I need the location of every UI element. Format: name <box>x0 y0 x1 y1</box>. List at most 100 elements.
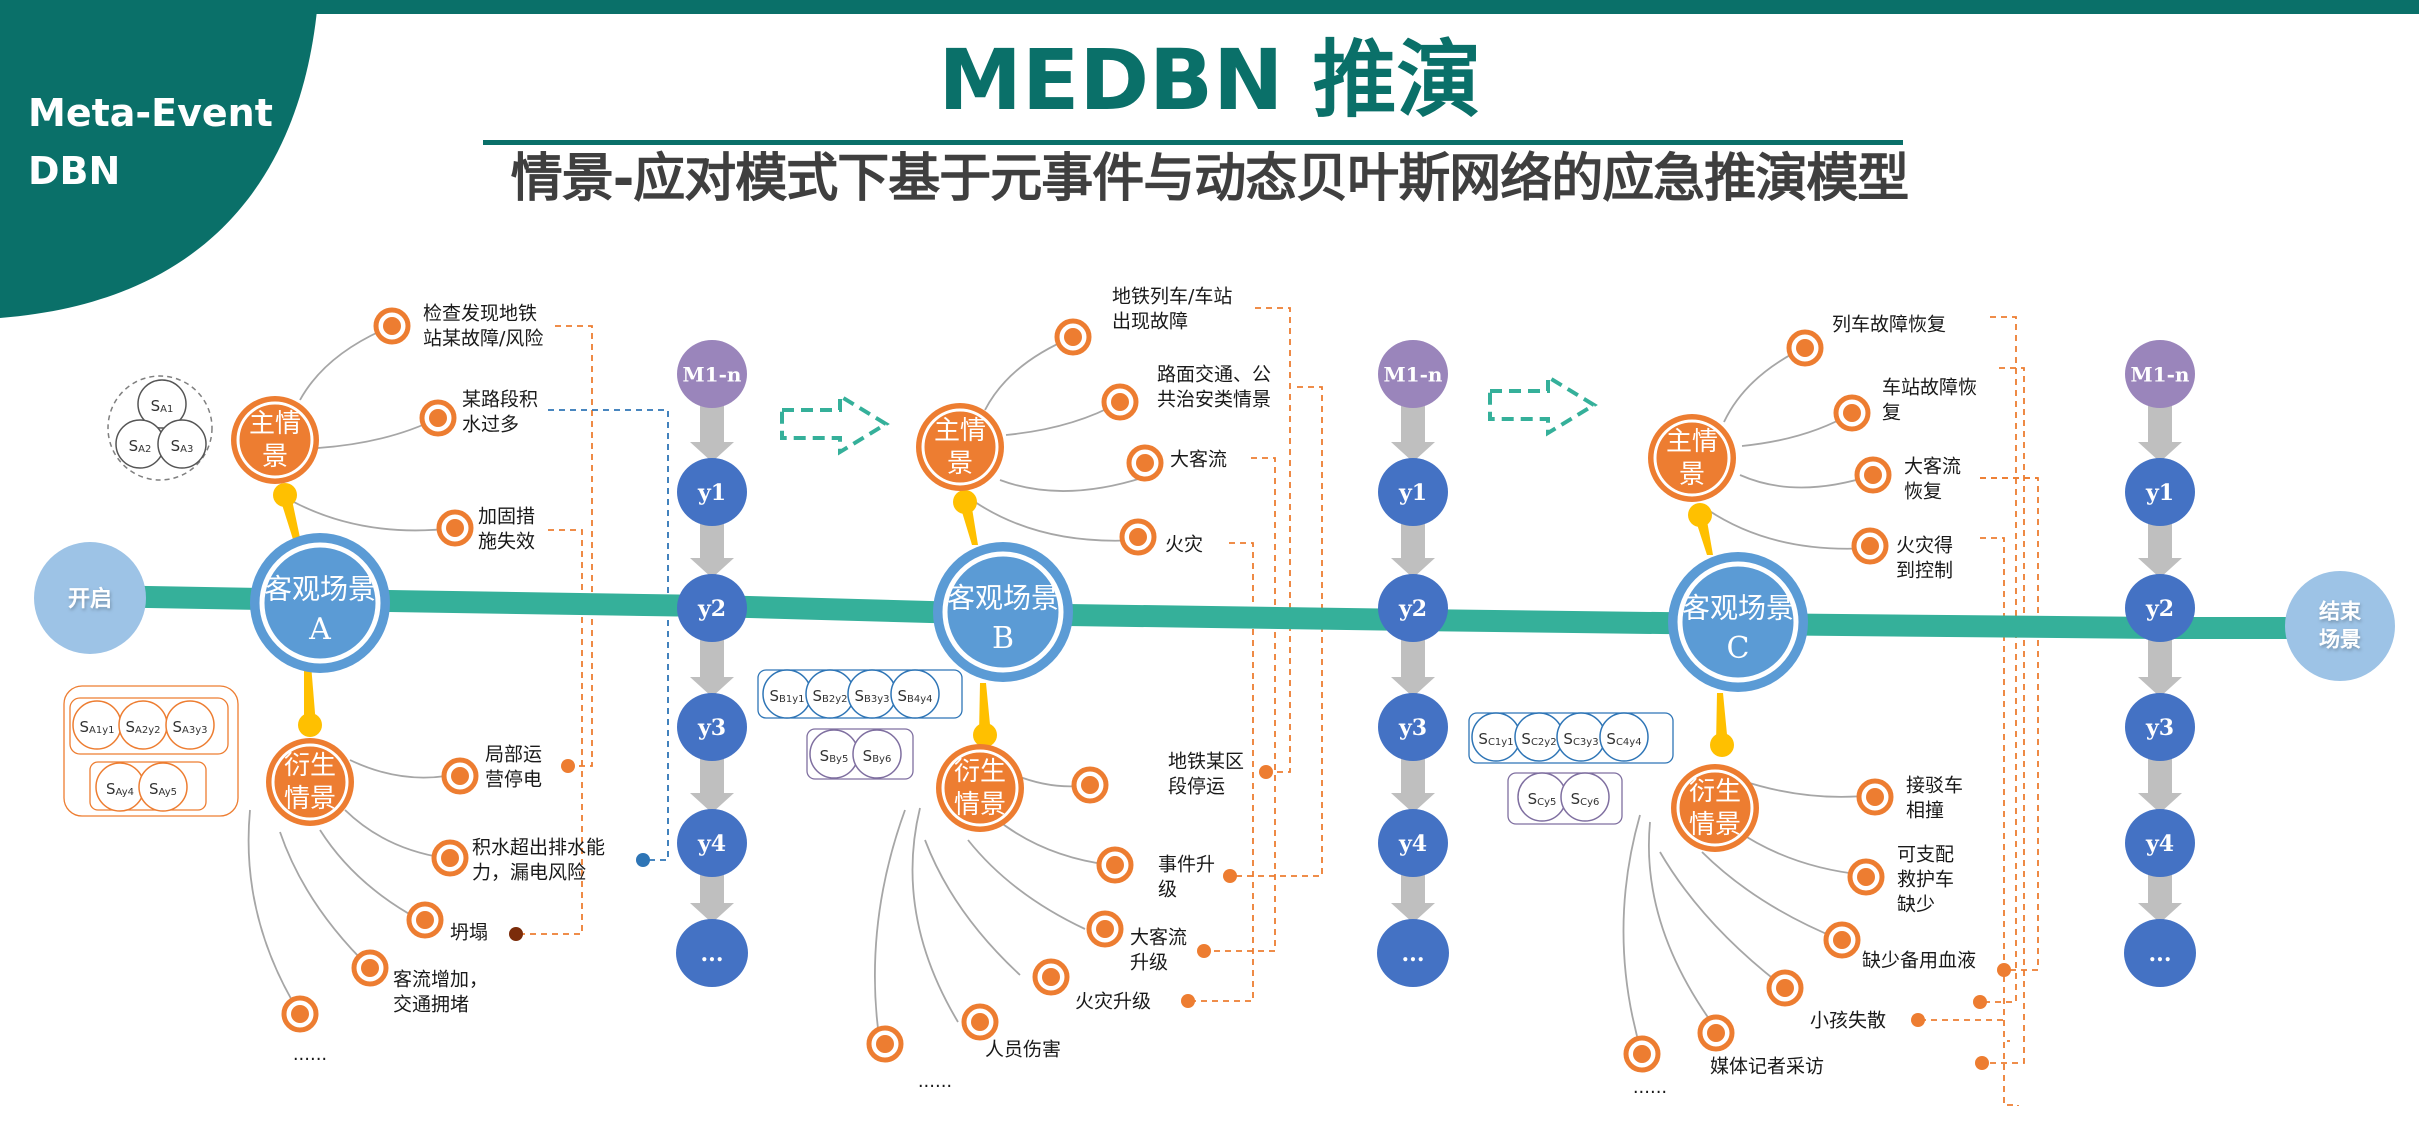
state-circle <box>890 669 940 719</box>
event-label: 火灾 <box>1165 534 1203 556</box>
dependency-dashed-line <box>1255 307 1291 773</box>
derived-situation-node-label-line2: 情景 <box>1689 810 1741 840</box>
connector-knob <box>1710 733 1734 757</box>
dbn-arrow <box>690 404 734 462</box>
event-marker-dot <box>876 1035 894 1053</box>
event-marker-dot <box>1106 856 1124 874</box>
event-label: 车站故障恢 <box>1882 377 1977 399</box>
state-label: SB2y2 <box>812 687 847 706</box>
main-situation-node <box>231 396 319 484</box>
state-label: SB4y4 <box>897 687 932 706</box>
event-link-line <box>999 476 1146 492</box>
state-label: SA2 <box>129 437 152 456</box>
dependency-dot <box>1259 765 1273 779</box>
state-circle <box>1560 772 1610 822</box>
dependency-dot <box>1973 995 1987 1009</box>
timeline-segment <box>1738 613 2160 639</box>
event-marker-dot <box>1861 537 1879 555</box>
dbn-node-label: y3 <box>1398 715 1427 741</box>
main-situation-node <box>1648 414 1736 502</box>
objective-scene-node <box>933 542 1073 682</box>
event-marker-dot <box>1136 454 1154 472</box>
meta-event-node <box>677 340 747 408</box>
objective-scene-ring <box>259 542 381 664</box>
dbn-arrow <box>1391 873 1435 923</box>
derived-situation-node <box>936 744 1024 832</box>
event-link-line <box>317 417 439 449</box>
dependency-dot <box>1181 994 1195 1008</box>
event-marker-dot <box>429 409 447 427</box>
dbn-arrow <box>1391 757 1435 813</box>
derived-state-row <box>89 761 207 811</box>
dbn-node <box>676 919 748 987</box>
event-link-line <box>1735 829 1866 876</box>
dbn-arrow <box>2138 638 2182 697</box>
dbn-node <box>677 574 747 642</box>
dependency-dashed-line-blue <box>548 409 669 861</box>
dbn-arrow <box>2138 404 2182 462</box>
state-label: SA3y3 <box>172 718 207 737</box>
event-marker-dot <box>1857 868 1875 886</box>
state-label: SCy5 <box>1528 790 1557 809</box>
dependency-dot <box>1975 1056 1989 1070</box>
event-link-line <box>289 499 456 532</box>
meta-event-label: M1-n <box>2131 363 2190 387</box>
dbn-node <box>2124 919 2196 987</box>
dependency-dot <box>561 759 575 773</box>
dbn-node <box>2125 458 2195 526</box>
corner-label: Meta-Event DBN <box>28 84 273 200</box>
event-marker-dot <box>1833 931 1851 949</box>
event-label: 缺少 <box>1897 894 1935 916</box>
event-link-line <box>1739 779 1876 798</box>
state-label: SBy6 <box>863 747 892 766</box>
dependency-dot <box>509 927 523 941</box>
ellipsis-label: ...... <box>1633 1077 1667 1098</box>
dbn-node-label: y1 <box>2145 480 2174 506</box>
state-circle <box>852 729 902 779</box>
event-label: 某路段积 <box>462 389 538 411</box>
event-label: 火灾升级 <box>1075 991 1151 1013</box>
main-situation-node-label-line2: 景 <box>1679 460 1705 490</box>
derived-situation-node-label-line1: 衍生 <box>1689 777 1741 807</box>
meta-event-node <box>2125 340 2195 408</box>
event-marker-dot <box>1042 968 1060 986</box>
event-link-line <box>1739 474 1874 489</box>
derived-situation-node <box>266 738 354 826</box>
dbn-node <box>1378 458 1448 526</box>
state-label: SCy6 <box>1571 790 1600 809</box>
corner-banner-shape <box>0 0 318 318</box>
main-situation-node-ring <box>236 401 314 479</box>
dbn-node-label: ... <box>2149 941 2172 967</box>
event-label: 可支配 <box>1897 844 1954 866</box>
objective-scene-node <box>1668 552 1808 692</box>
dbn-node <box>677 693 747 761</box>
dependency-dashed-line <box>1232 386 1323 877</box>
event-marker-dot <box>1081 776 1099 794</box>
event-label: 人员伤害 <box>985 1039 1061 1061</box>
event-label: 大客流 <box>1170 449 1227 471</box>
ellipsis-label: ...... <box>293 1044 327 1065</box>
main-situation-node-label-line2: 景 <box>947 449 973 479</box>
event-label: 坍塌 <box>450 922 488 944</box>
dependency-dashed-line <box>1206 457 1276 952</box>
state-circle <box>1599 712 1649 762</box>
state-label: SC4y4 <box>1606 730 1641 749</box>
derived-state-row <box>1507 772 1623 825</box>
state-label: SC1y1 <box>1478 730 1513 749</box>
dependency-dashed-line <box>1982 316 2017 1003</box>
event-label: 相撞 <box>1906 800 1944 822</box>
event-link-line <box>967 839 1086 930</box>
event-link-line <box>279 831 371 969</box>
dependency-dot <box>1997 963 2011 977</box>
event-marker-dot <box>1776 979 1794 997</box>
dbn-node <box>2125 809 2195 877</box>
event-link-line <box>911 807 959 1023</box>
dependency-dot <box>636 853 650 867</box>
derived-state-row <box>806 728 914 780</box>
objective-scene-letter: B <box>992 621 1014 656</box>
dependency-dashed-line <box>518 529 583 935</box>
main-situation-node-label-line2: 景 <box>262 442 288 472</box>
connector-knob <box>953 490 977 514</box>
state-circle <box>138 762 188 812</box>
transition-arrow-icon <box>780 392 890 456</box>
